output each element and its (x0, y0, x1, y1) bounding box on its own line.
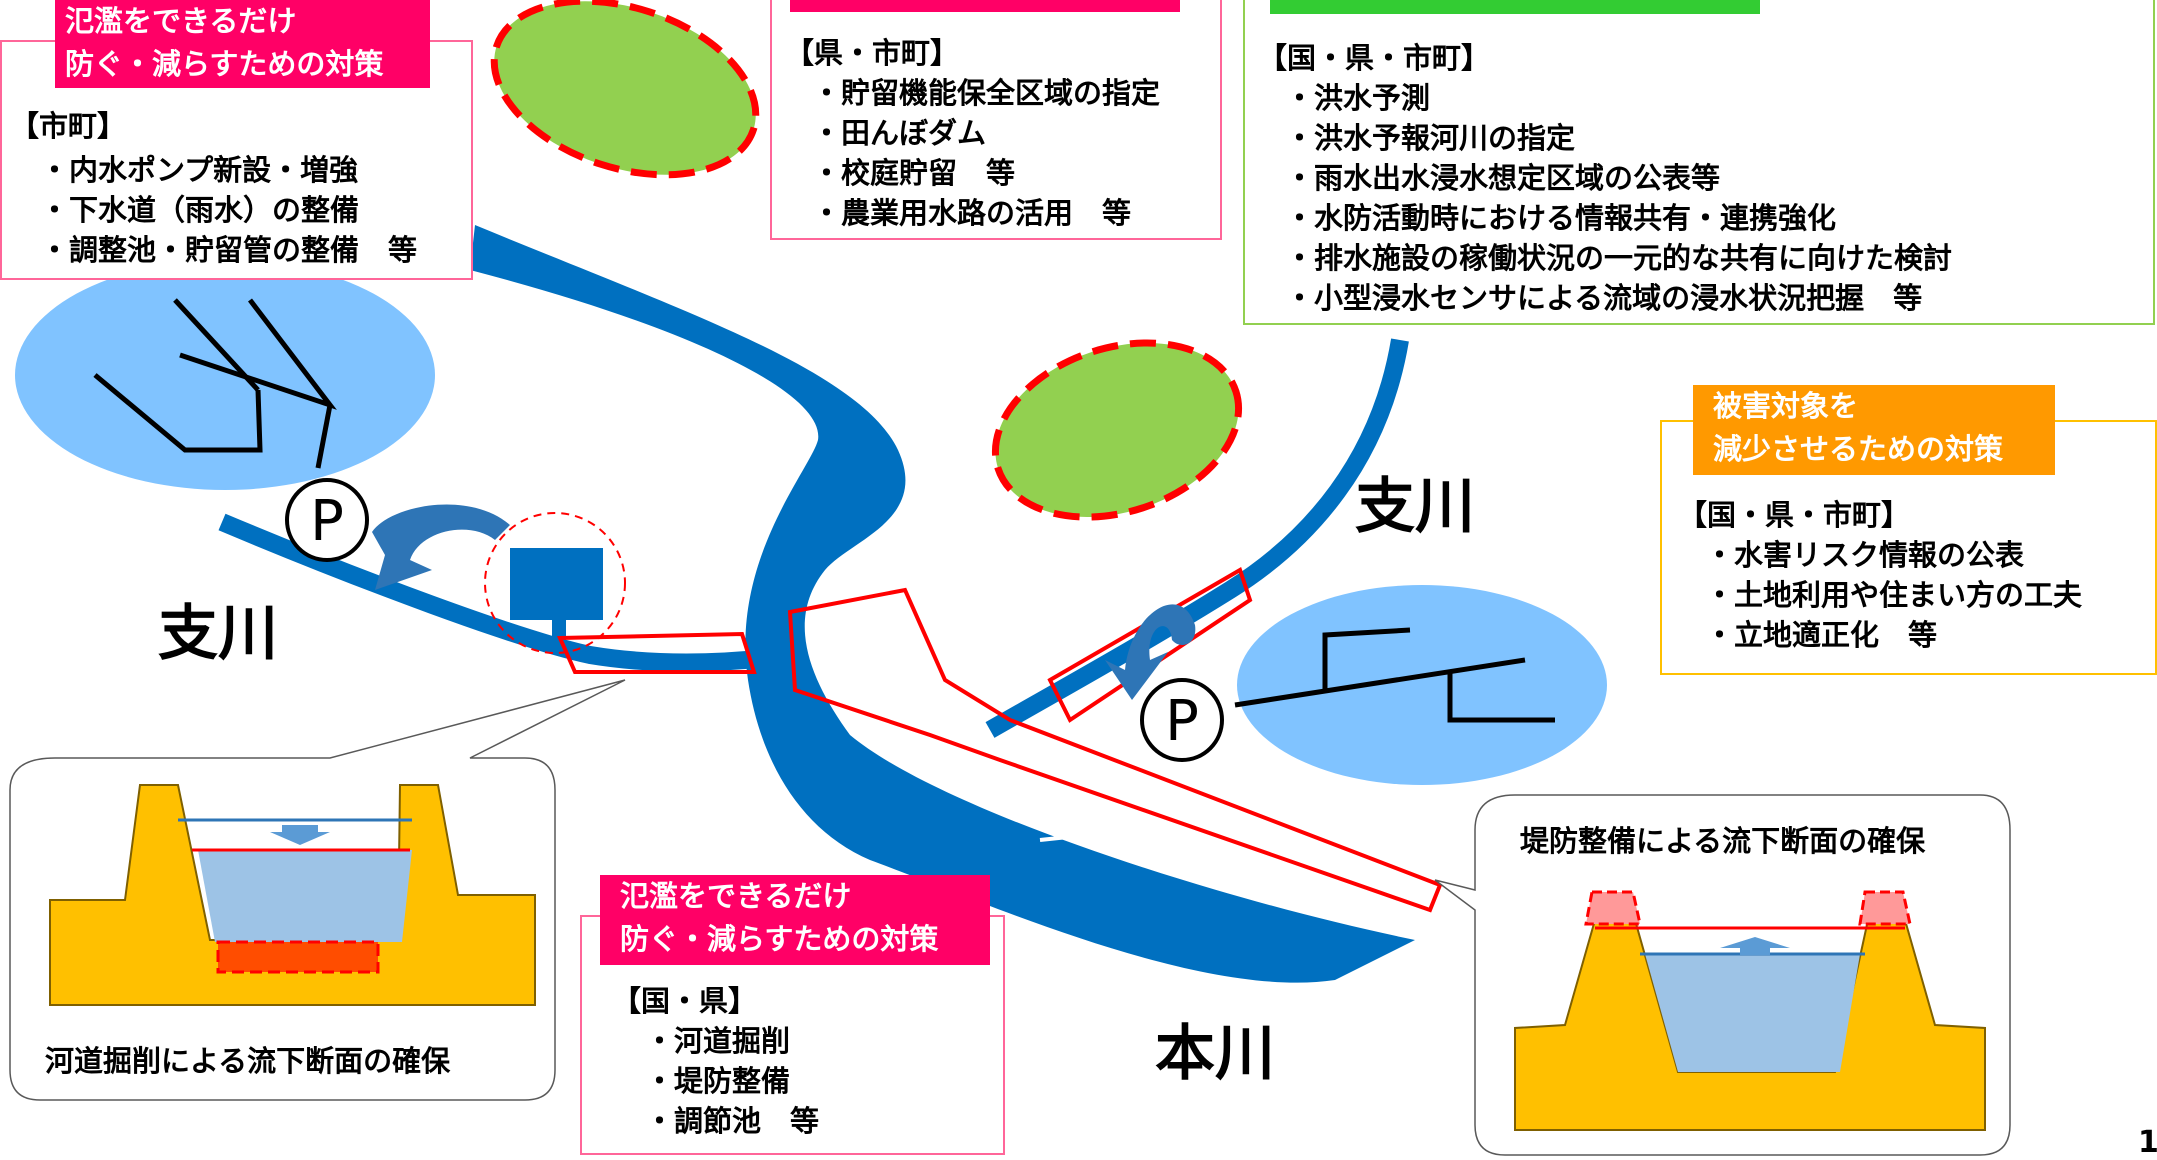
header-early-recovery-clipped (1270, 0, 1760, 14)
header-line-2: 防ぐ・減らすための対策 (65, 47, 384, 81)
regulating-pond (510, 548, 603, 620)
levee-raise-left (1584, 890, 1642, 926)
measure-item: ・貯留機能保全区域の指定 (812, 76, 1161, 110)
pump-station-left (285, 478, 369, 562)
box-storage-measures (770, 0, 1222, 240)
pump-station-right (1140, 678, 1224, 762)
pump-symbol-left: P (310, 489, 344, 554)
measure-item: ・農業用水路の活用 等 (812, 196, 1132, 230)
callout-left-caption: 河道掘削による流下断面の確保 (45, 1044, 451, 1078)
excavation-down-arrow (270, 825, 330, 845)
sewer-line-left-d (315, 404, 333, 469)
header-line-1: 氾濫をできるだけ (620, 879, 852, 913)
header-flood-prevention-top-left: 氾濫をできるだけ 防ぐ・減らすための対策 (55, 0, 430, 88)
flow-arrow (964, 773, 1081, 832)
measure-item: ・河道掘削 (645, 1024, 791, 1058)
measure-item: ・田んぼダム (812, 116, 987, 150)
catchment-area-right (1237, 585, 1607, 785)
catchment-area-left (15, 260, 435, 490)
pump-arrow-right (1105, 604, 1196, 700)
header-flood-prevention-bottom: 氾濫をできるだけ 防ぐ・減らすための対策 (600, 875, 990, 965)
measure-item: ・土地利用や住まい方の工夫 (1705, 578, 2083, 612)
header-storage-clipped (790, 0, 1180, 12)
storage-area-middle (991, 339, 1243, 521)
excavation-area (216, 940, 380, 974)
header-line-2: 防ぐ・減らすための対策 (620, 922, 939, 956)
sewer-line-right (1234, 657, 1526, 708)
measure-item: ・校庭貯留 等 (812, 156, 1016, 190)
measure-item: ・洪水予測 (1285, 81, 1431, 115)
measure-item: ・調整池・貯留管の整備 等 (40, 233, 418, 267)
header-line-1: 被害対象を (1713, 389, 1859, 423)
excavation-water (198, 850, 412, 942)
measure-item: ・小型浸水センサによる流域の浸水状況把握 等 (1285, 281, 1923, 315)
box-early-recovery (1243, 0, 2155, 325)
levee-section-main (787, 587, 1443, 913)
pond-dashed-circle (484, 512, 626, 654)
measure-item: ・水防活動時における情報共有・連携強化 (1285, 201, 1837, 235)
levee-water (1645, 954, 1860, 1072)
measure-item: ・調節池 等 (645, 1104, 820, 1138)
measure-item: ・立地適正化 等 (1705, 618, 1938, 652)
levee-raise-right (1858, 890, 1912, 926)
measure-item: ・下水道（雨水）の整備 (40, 193, 360, 227)
measure-item: ・洪水予報河川の指定 (1285, 121, 1576, 155)
header-line-1: 氾濫をできるだけ (65, 4, 297, 38)
measure-item: ・内水ポンプ新設・増強 (40, 153, 359, 187)
tributary-label-right: 支川 (1355, 472, 1475, 542)
org-label: 【市町】 (10, 109, 127, 143)
sewer-line-left (93, 373, 263, 453)
org-label: 【国・県】 (612, 984, 758, 1018)
sewer-line-right-b (1322, 627, 1411, 690)
sewer-line-right-c (1447, 672, 1555, 723)
org-label: 【国・県・市町】 (1258, 41, 1491, 75)
callout-right-caption: 堤防整備による流下断面の確保 (1520, 824, 1926, 858)
page-number: 1 (2138, 1125, 2157, 1160)
tributary-label-left: 支川 (158, 599, 278, 669)
measure-item: ・排水施設の稼働状況の一元的な共有に向けた検討 (1285, 241, 1953, 275)
header-damage-reduction: 被害対象を 減少させるための対策 (1693, 385, 2055, 475)
measure-item: ・水害リスク情報の公表 (1705, 538, 2025, 572)
levee-up-arrow (1720, 937, 1790, 955)
tributary-right-channel (985, 338, 1409, 738)
org-label: 【県・市町】 (785, 36, 960, 70)
storage-area-top (490, 0, 760, 179)
org-label: 【国・県・市町】 (1678, 498, 1911, 532)
pump-arrow-left (372, 504, 510, 590)
header-line-2: 減少させるための対策 (1713, 432, 2004, 466)
measure-item: ・雨水出水浸水想定区域の公表等 (1285, 161, 1721, 195)
flow-arrow-head (1039, 803, 1093, 842)
main-river (470, 225, 1415, 983)
pump-symbol-right: P (1165, 689, 1199, 754)
excavation-section-left (556, 631, 757, 674)
measure-item: ・堤防整備 (645, 1064, 791, 1098)
main-river-label: 本川 (1155, 1019, 1275, 1089)
